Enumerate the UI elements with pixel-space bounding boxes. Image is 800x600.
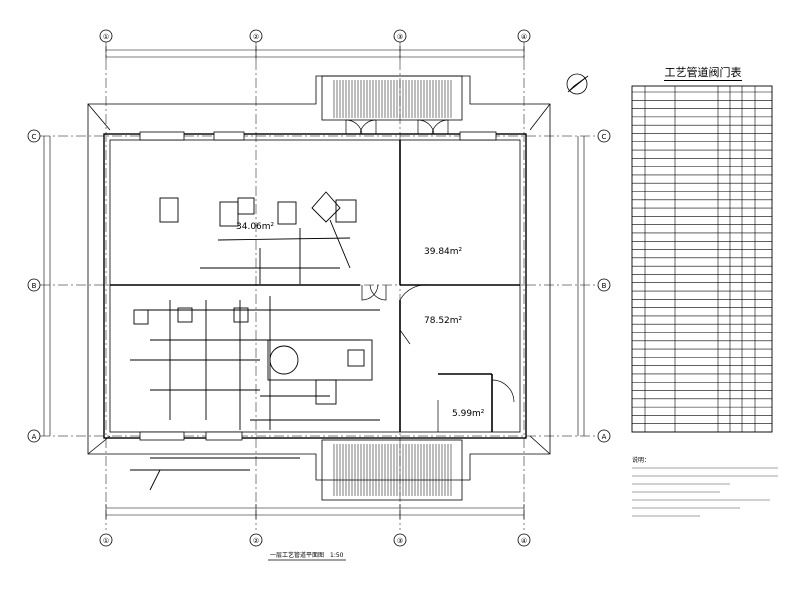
axis-label-left-b: B xyxy=(32,282,37,290)
axis-bubble-top-3 xyxy=(393,29,407,43)
table-title-underline xyxy=(664,80,742,81)
axis-label-right-c: C xyxy=(602,133,607,141)
north-arrow-icon xyxy=(566,73,589,95)
process-equipment xyxy=(130,191,380,491)
axis-label-right-a: A xyxy=(602,433,607,441)
axis-bubble-top-4 xyxy=(517,29,531,43)
drawing-scale: 1:50 xyxy=(330,552,344,559)
axis-bubble-top-2 xyxy=(249,29,263,43)
exterior-walls xyxy=(103,133,527,439)
axis-label-top-2: ② xyxy=(253,33,259,41)
axis-bubble-top-1 xyxy=(99,29,113,43)
axis-label-left-c: C xyxy=(32,133,37,141)
drawing-title: 一层工艺管道平面图 xyxy=(270,551,324,559)
notes-heading: 说明： xyxy=(632,457,651,464)
interior-walls xyxy=(110,140,520,432)
top-dimension-lines xyxy=(105,46,525,60)
axis-label-top-4: ④ xyxy=(521,33,527,41)
grid-axis-lines xyxy=(40,42,600,530)
grid-axis-bubbles xyxy=(27,29,611,547)
axis-bubble-left-b xyxy=(27,278,41,292)
axis-bubble-left-c xyxy=(27,129,41,143)
axis-bubble-right-b xyxy=(597,278,611,292)
axis-bubble-right-a xyxy=(597,429,611,443)
axis-bubble-bottom-1 xyxy=(99,533,113,547)
side-dimension-lines xyxy=(43,136,585,436)
axis-label-bottom-1: ① xyxy=(103,537,109,545)
bottom-dimension-lines xyxy=(105,504,525,519)
entrance-steps-bottom xyxy=(321,439,463,501)
axis-label-bottom-4: ④ xyxy=(521,537,527,545)
roof-outline xyxy=(87,75,551,481)
axis-label-bottom-3: ③ xyxy=(397,537,403,545)
axis-bubble-left-a xyxy=(27,429,41,443)
axis-label-bottom-2: ② xyxy=(253,537,259,545)
room-area-label: 5.99m² xyxy=(452,409,485,419)
notes-lines xyxy=(632,467,778,517)
equipment-table xyxy=(631,85,773,433)
axis-label-top-3: ③ xyxy=(397,33,403,41)
axis-label-left-a: A xyxy=(32,433,37,441)
axis-label-top-1: ① xyxy=(103,33,109,41)
axis-bubble-right-c xyxy=(597,129,611,143)
room-area-label: 78.52m² xyxy=(424,316,463,326)
axis-bubble-bottom-2 xyxy=(249,533,263,547)
room-area-label: 39.84m² xyxy=(424,247,463,257)
axis-bubble-bottom-4 xyxy=(517,533,531,547)
windows xyxy=(139,131,497,441)
axis-bubble-bottom-3 xyxy=(393,533,407,547)
room-area-label: 34.06m² xyxy=(236,222,275,232)
entrance-steps-top xyxy=(321,75,463,121)
table-title: 工艺管道阀门表 xyxy=(664,66,742,79)
doors xyxy=(345,119,515,432)
axis-label-right-b: B xyxy=(602,282,607,290)
table-rows xyxy=(632,91,772,433)
